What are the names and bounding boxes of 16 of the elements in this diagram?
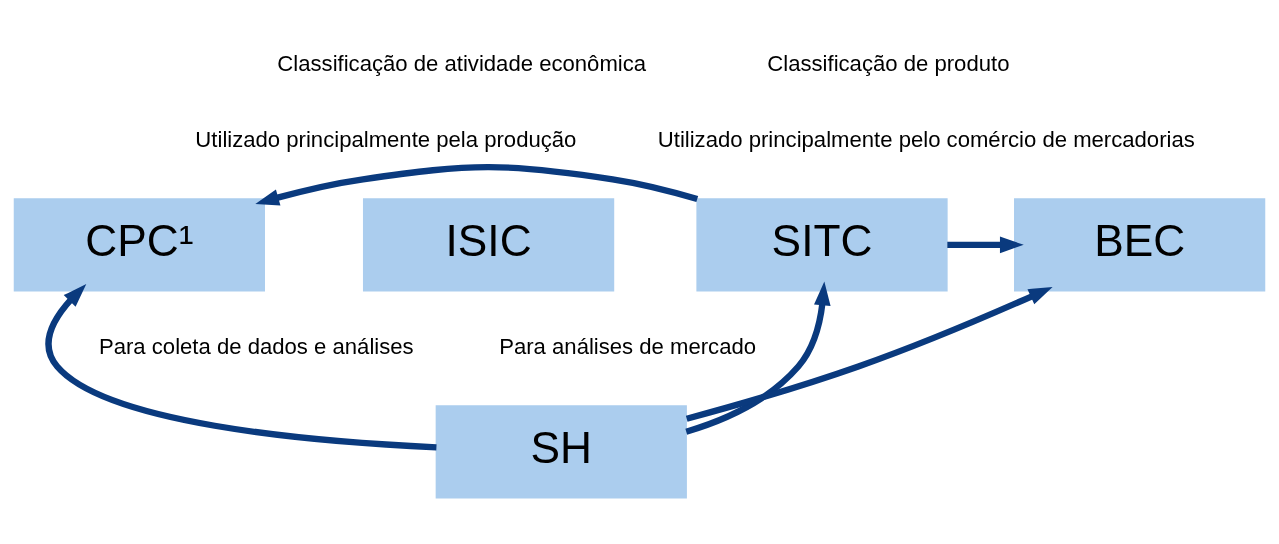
arrow: [685, 281, 831, 435]
node-box: ISIC: [362, 197, 615, 291]
node-box: SITC: [696, 197, 948, 291]
arrow: [685, 286, 1053, 422]
arrow: [45, 283, 437, 450]
label: Classificação de produto: [767, 50, 1010, 76]
label: Para análises de mercado: [499, 333, 757, 359]
node-box: CPC¹: [13, 197, 265, 291]
label: Classificação de atividade econômica: [277, 50, 647, 76]
label: Para coleta de dados e análises: [98, 333, 414, 359]
node-box: BEC: [1014, 197, 1266, 291]
node-box: SH: [435, 404, 687, 498]
arrow: [947, 236, 1024, 253]
label: Utilizado principalmente pela produção: [195, 126, 577, 152]
label: Utilizado principalmente pelo comércio de mercadorias: [657, 126, 1195, 152]
arrow: [255, 163, 699, 205]
